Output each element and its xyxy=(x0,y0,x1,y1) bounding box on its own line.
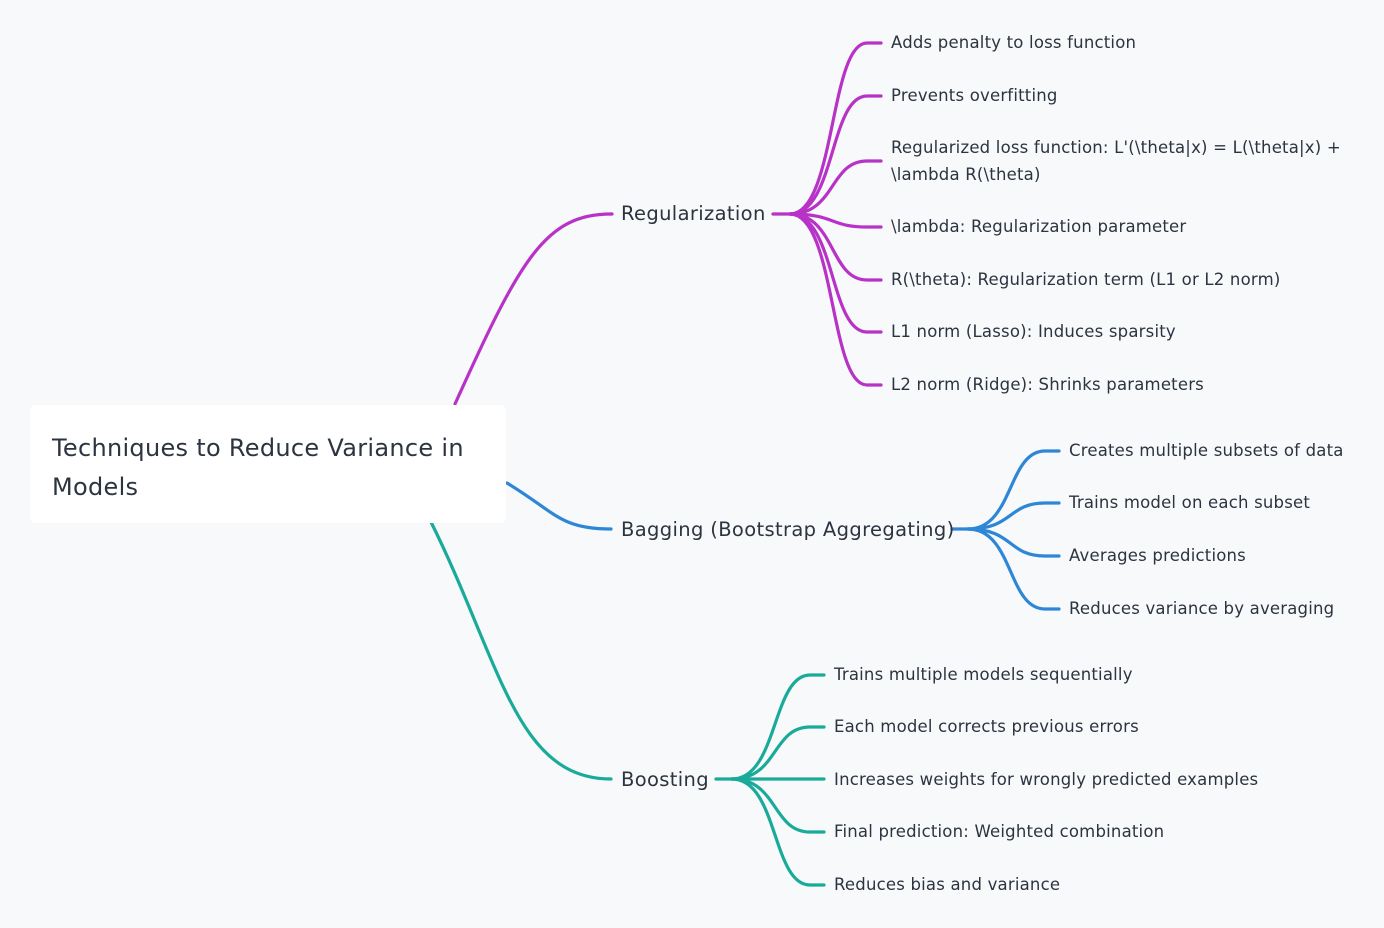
link-boosting-leaf-3 xyxy=(730,777,826,834)
leaf-creates-subsets[interactable]: Creates multiple subsets of data xyxy=(1069,441,1344,460)
leaf-prevents-overfitting[interactable]: Prevents overfitting xyxy=(891,86,1058,105)
link-root-boosting xyxy=(428,518,613,781)
leaf-averages-predictions[interactable]: Averages predictions xyxy=(1069,546,1246,565)
branch-bagging[interactable]: Bagging (Bootstrap Aggregating) xyxy=(621,518,955,541)
leaf-adds-penalty[interactable]: Adds penalty to loss function xyxy=(891,33,1137,52)
root-node[interactable]: Techniques to Reduce Variance in Models xyxy=(30,405,506,523)
link-root-bagging xyxy=(505,481,613,531)
leaf-corrects-errors[interactable]: Each model corrects previous errors xyxy=(834,717,1139,736)
link-boosting-leaf-0 xyxy=(730,673,826,781)
link-regularization-leaf-2 xyxy=(788,159,883,216)
link-bagging-leaf-3 xyxy=(966,527,1061,611)
link-regularization-leaf-0 xyxy=(788,41,883,216)
leaf-lambda-parameter[interactable]: \lambda: Regularization parameter xyxy=(891,217,1187,236)
leaf-regularized-loss-function[interactable]: Regularized loss function: L'(\theta|x) … xyxy=(891,138,1341,184)
leaf-reduces-variance[interactable]: Reduces variance by averaging xyxy=(1069,599,1335,618)
leaf-l1-norm[interactable]: L1 norm (Lasso): Induces sparsity xyxy=(891,322,1176,341)
link-regularization-leaf-6 xyxy=(788,212,883,387)
link-bagging-leaf-1 xyxy=(966,501,1061,531)
branch-boosting[interactable]: Boosting xyxy=(621,768,709,791)
leaf-reduces-bias-variance[interactable]: Reduces bias and variance xyxy=(834,875,1061,894)
leaf-trains-sequentially[interactable]: Trains multiple models sequentially xyxy=(834,665,1133,684)
link-regularization-leaf-1 xyxy=(788,94,883,216)
link-root-regularization xyxy=(453,212,613,406)
link-regularization-leaf-5 xyxy=(788,212,883,334)
link-regularization-leaf-4 xyxy=(788,212,883,282)
link-boosting-leaf-4 xyxy=(730,777,826,887)
branch-regularization[interactable]: Regularization xyxy=(621,202,766,225)
leaf-l2-norm[interactable]: L2 norm (Ridge): Shrinks parameters xyxy=(891,375,1204,394)
link-boosting-leaf-1 xyxy=(730,725,826,781)
leaf-trains-each-subset[interactable]: Trains model on each subset xyxy=(1069,493,1311,512)
root-title: Techniques to Reduce Variance in Models xyxy=(52,434,464,501)
leaf-regularization-term[interactable]: R(\theta): Regularization term (L1 or L2… xyxy=(891,270,1281,289)
link-bagging-leaf-2 xyxy=(966,527,1061,558)
link-bagging-leaf-0 xyxy=(966,449,1061,531)
leaf-increases-weights[interactable]: Increases weights for wrongly predicted … xyxy=(834,770,1259,789)
leaf-final-prediction[interactable]: Final prediction: Weighted combination xyxy=(834,822,1165,841)
link-regularization-leaf-3 xyxy=(788,212,883,229)
